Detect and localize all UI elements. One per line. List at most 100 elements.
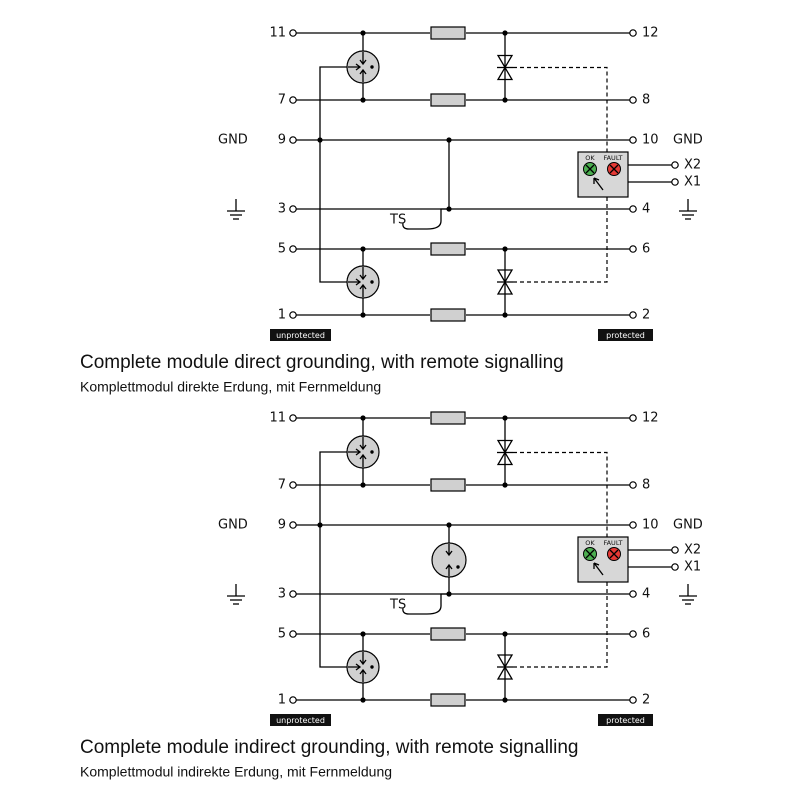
wire	[319, 66, 347, 283]
diagram-subtitle: Komplettmodul direkte Erdung, mit Fernme…	[80, 379, 381, 395]
gas-tube-electrode-top	[359, 267, 367, 281]
x1-label: X1	[684, 175, 701, 190]
gas-tube-dot	[370, 280, 374, 284]
junction-dot	[360, 482, 366, 488]
x2-label: X2	[684, 543, 701, 558]
terminal	[629, 590, 637, 598]
junction-dot	[360, 97, 366, 103]
gnd-label-right: GND	[673, 518, 703, 533]
x2-label: X2	[684, 158, 701, 173]
terminal	[629, 245, 637, 253]
terminal	[671, 563, 679, 571]
terminal	[629, 481, 637, 489]
pin-label-left: 5	[278, 242, 286, 257]
junction-dot	[360, 246, 366, 252]
diagram-title: Complete module indirect grounding, with…	[80, 737, 579, 758]
terminal	[629, 696, 637, 704]
junction-dot	[360, 30, 366, 36]
terminal	[289, 311, 297, 319]
terminal	[289, 630, 297, 638]
junction-dot	[446, 137, 452, 143]
switch-arrow-icon	[593, 177, 604, 191]
terminal	[629, 630, 637, 638]
tvs-diode-icon	[496, 451, 514, 466]
terminal	[289, 29, 297, 37]
gas-tube-dot	[456, 565, 460, 569]
unprotected-tag	[270, 714, 331, 726]
pin-label-left: 9	[278, 518, 286, 533]
gas-tube-electrode-top	[445, 544, 453, 557]
pin-label-right: 8	[642, 93, 650, 108]
pin-label-left: 5	[278, 627, 286, 642]
tvs-diode-icon	[496, 654, 514, 669]
tvs-diode-icon	[496, 54, 514, 69]
pin-label-left: 11	[269, 26, 286, 41]
led-ok-cross	[585, 164, 595, 174]
gnd-label-left: GND	[218, 133, 248, 148]
gas-tube-electrode-top	[359, 437, 367, 451]
terminal	[629, 136, 637, 144]
junction-dot	[502, 631, 508, 637]
tvs-diode-icon	[496, 66, 514, 81]
unprotected-tag	[270, 329, 331, 341]
diagram-title: Complete module direct grounding, with r…	[80, 352, 564, 373]
pin-label-left: 11	[269, 411, 286, 426]
resistor	[430, 411, 466, 425]
terminal	[289, 481, 297, 489]
pin-label-right: 10	[642, 518, 659, 533]
gas-tube-electrode-top	[359, 652, 367, 666]
remote-signal-link	[513, 582, 608, 668]
remote-signal-link	[513, 197, 608, 283]
pin-label-right: 8	[642, 478, 650, 493]
led-ok-label: OK	[585, 154, 595, 162]
junction-dot	[502, 482, 508, 488]
terminal	[629, 414, 637, 422]
pin-label-left: 1	[278, 693, 286, 708]
junction-dot	[360, 631, 366, 637]
remote-signal-link	[513, 66, 608, 152]
tvs-diode-icon	[496, 439, 514, 454]
gas-tube-electrode-bottom	[359, 668, 367, 682]
resistor	[430, 93, 466, 107]
gas-tube-electrode-bottom	[359, 68, 367, 82]
unprotected-tag-label: unprotected	[276, 331, 325, 340]
junction-dot	[360, 312, 366, 318]
ts-label: TS	[389, 598, 406, 613]
gas-tube-electrode-side	[348, 448, 362, 456]
diagram-subtitle: Komplettmodul indirekte Erdung, mit Fern…	[80, 764, 392, 780]
gas-tube-electrode-top	[359, 52, 367, 66]
led-fault-cross	[609, 549, 619, 559]
terminal	[671, 178, 679, 186]
gas-tube-electrode-bottom	[359, 283, 367, 297]
gas-tube-electrode-bottom	[359, 453, 367, 467]
ts-label: TS	[389, 213, 406, 228]
gas-tube-electrode-side	[348, 663, 362, 671]
tvs-diode-icon	[496, 269, 514, 284]
unprotected-tag-label: unprotected	[276, 716, 325, 725]
pin-label-right: 2	[642, 308, 650, 323]
terminal	[289, 414, 297, 422]
led-ok-label: OK	[585, 539, 595, 547]
protected-tag	[598, 714, 653, 726]
junction-dot	[502, 97, 508, 103]
pin-label-right: 6	[642, 242, 650, 257]
pin-label-right: 12	[642, 411, 659, 426]
pin-label-left: 3	[278, 202, 286, 217]
terminal	[629, 521, 637, 529]
pin-label-left: 7	[278, 478, 286, 493]
terminal	[289, 696, 297, 704]
gas-tube-dot	[370, 665, 374, 669]
junction-dot	[502, 30, 508, 36]
terminal	[629, 29, 637, 37]
resistor	[430, 478, 466, 492]
led-fault-cross	[609, 164, 619, 174]
pin-label-left: 3	[278, 587, 286, 602]
wire	[319, 451, 347, 668]
resistor	[430, 308, 466, 322]
protected-tag	[598, 329, 653, 341]
resistor	[430, 242, 466, 256]
terminal	[289, 590, 297, 598]
gnd-label-left: GND	[218, 518, 248, 533]
